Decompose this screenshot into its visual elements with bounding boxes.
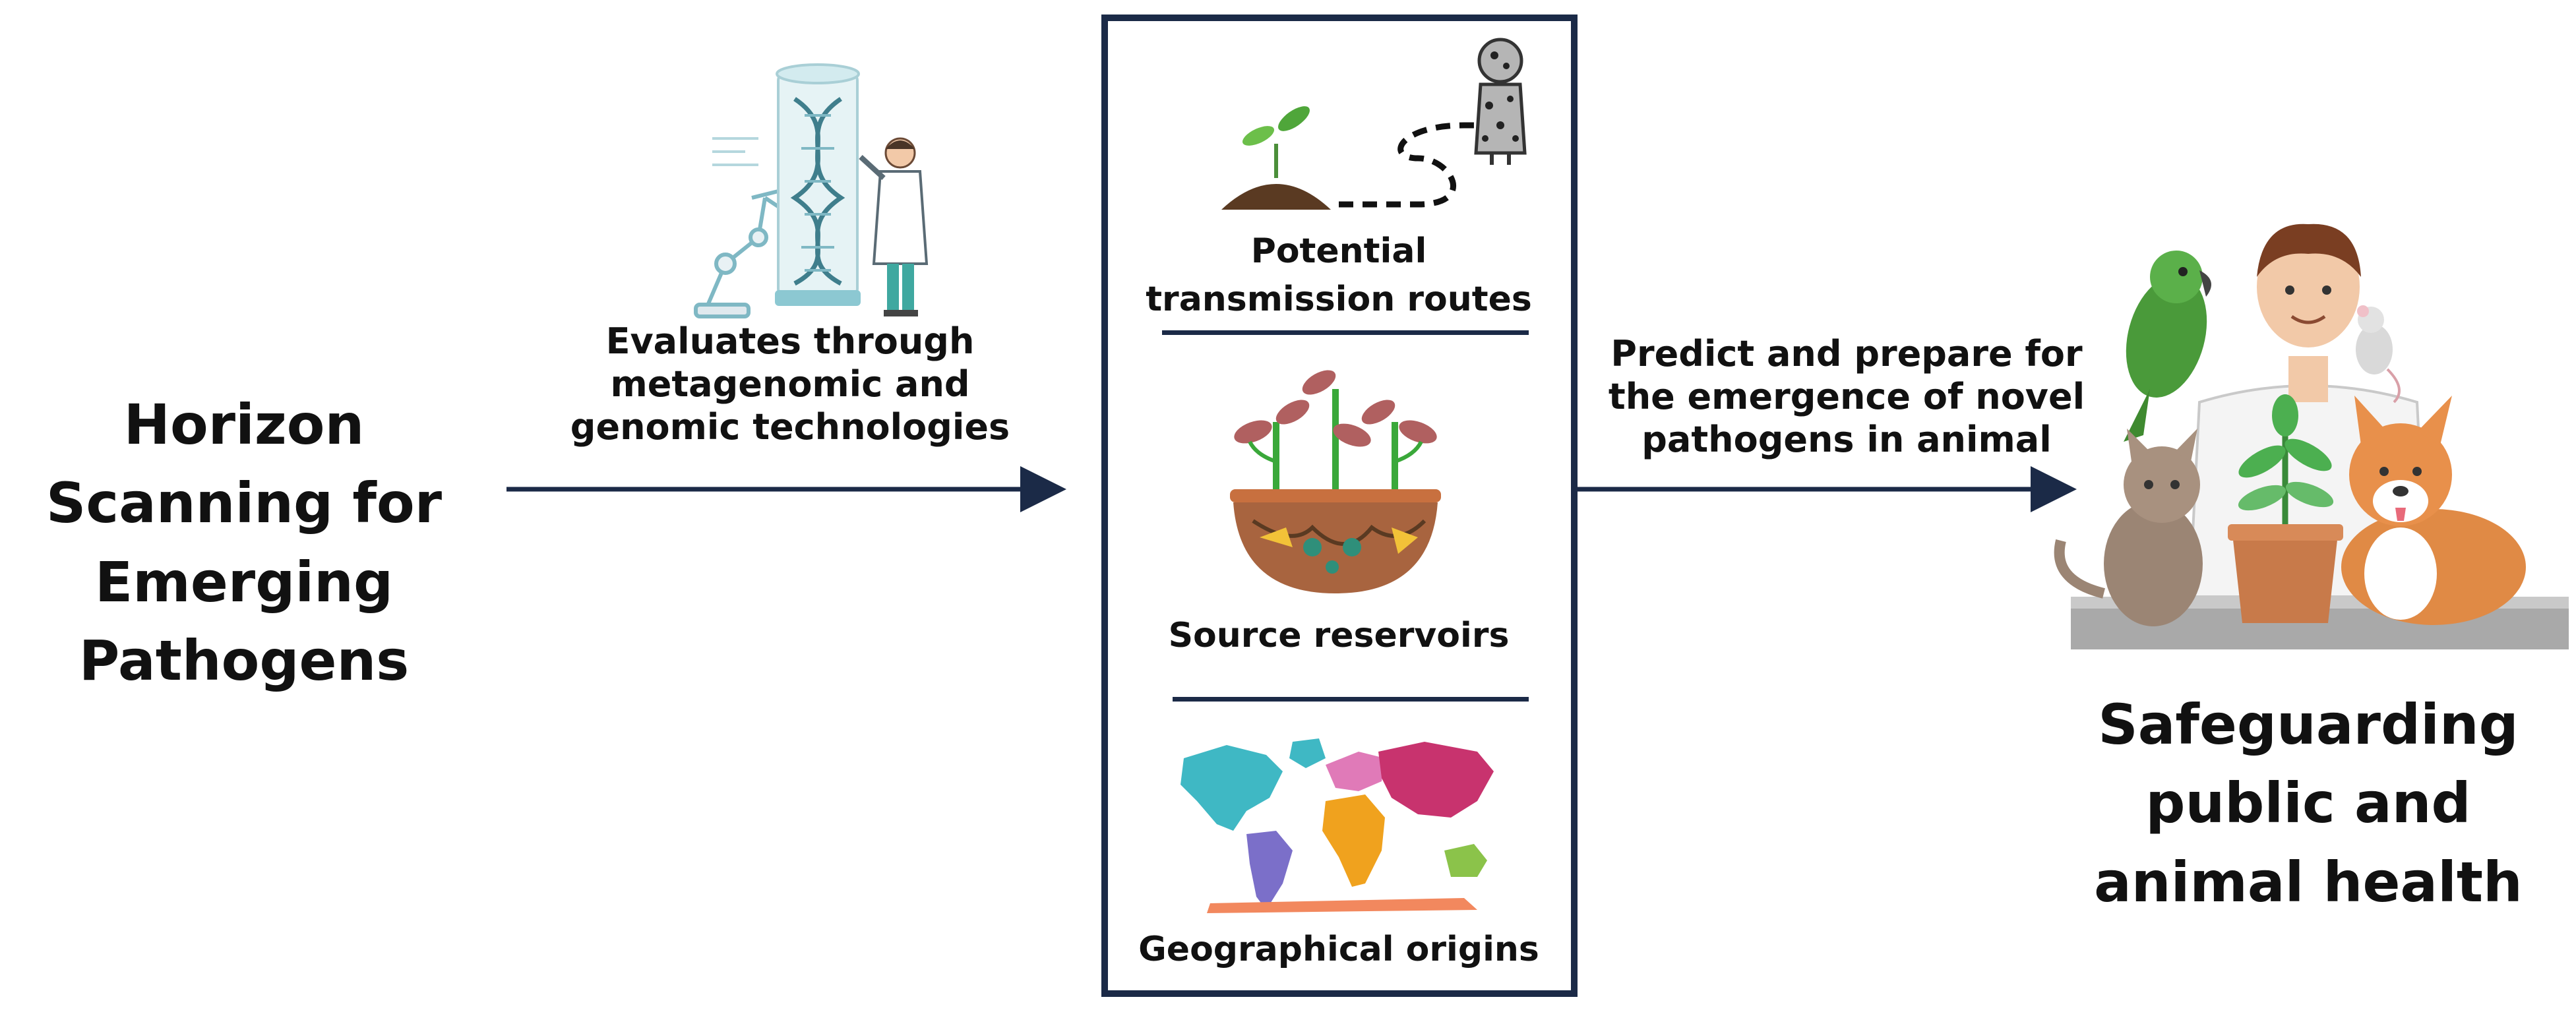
soil-sprout-icon bbox=[1221, 106, 1331, 210]
infected-figure-icon bbox=[1474, 38, 1527, 165]
soil-bowl-icon bbox=[1230, 489, 1441, 593]
factors-box bbox=[1101, 15, 1578, 997]
outcome-label: Safeguarding public and animal health bbox=[2094, 692, 2523, 914]
north-america-shape bbox=[1181, 745, 1283, 831]
transmission-path bbox=[1339, 122, 1477, 208]
potted-plant-icon bbox=[2228, 394, 2343, 623]
plants-icon bbox=[1234, 370, 1437, 489]
dog-icon bbox=[2341, 396, 2526, 625]
africa-shape bbox=[1322, 794, 1385, 887]
diagram-title: Horizon Scanning for Emerging Pathogens bbox=[46, 392, 443, 693]
antarctica-shape bbox=[1207, 898, 1477, 913]
screen-panel-icon bbox=[712, 137, 758, 166]
australia-shape bbox=[1444, 844, 1487, 877]
divider-2 bbox=[1173, 697, 1529, 702]
divider-1 bbox=[1162, 330, 1529, 335]
cat-icon bbox=[2054, 429, 2203, 626]
dna-cylinder-icon bbox=[775, 63, 861, 306]
mouse-icon bbox=[2356, 305, 2401, 404]
predict-label: Predict and prepare for the emergence of… bbox=[1608, 333, 2085, 460]
parrot-icon bbox=[2124, 251, 2211, 442]
europe-shape bbox=[1326, 752, 1385, 791]
transmission-routes-label: Potential transmission routes bbox=[1146, 231, 1532, 319]
south-america-shape bbox=[1246, 831, 1293, 910]
greenland-shape bbox=[1289, 738, 1326, 768]
scientist-icon bbox=[859, 137, 929, 316]
method-label: Evaluates through metagenomic and genomi… bbox=[570, 320, 1010, 448]
geographical-origins-label: Geographical origins bbox=[1138, 930, 1539, 969]
source-reservoirs-label: Source reservoirs bbox=[1168, 616, 1510, 655]
robot-arm-icon bbox=[694, 189, 786, 318]
asia-shape bbox=[1378, 742, 1494, 818]
